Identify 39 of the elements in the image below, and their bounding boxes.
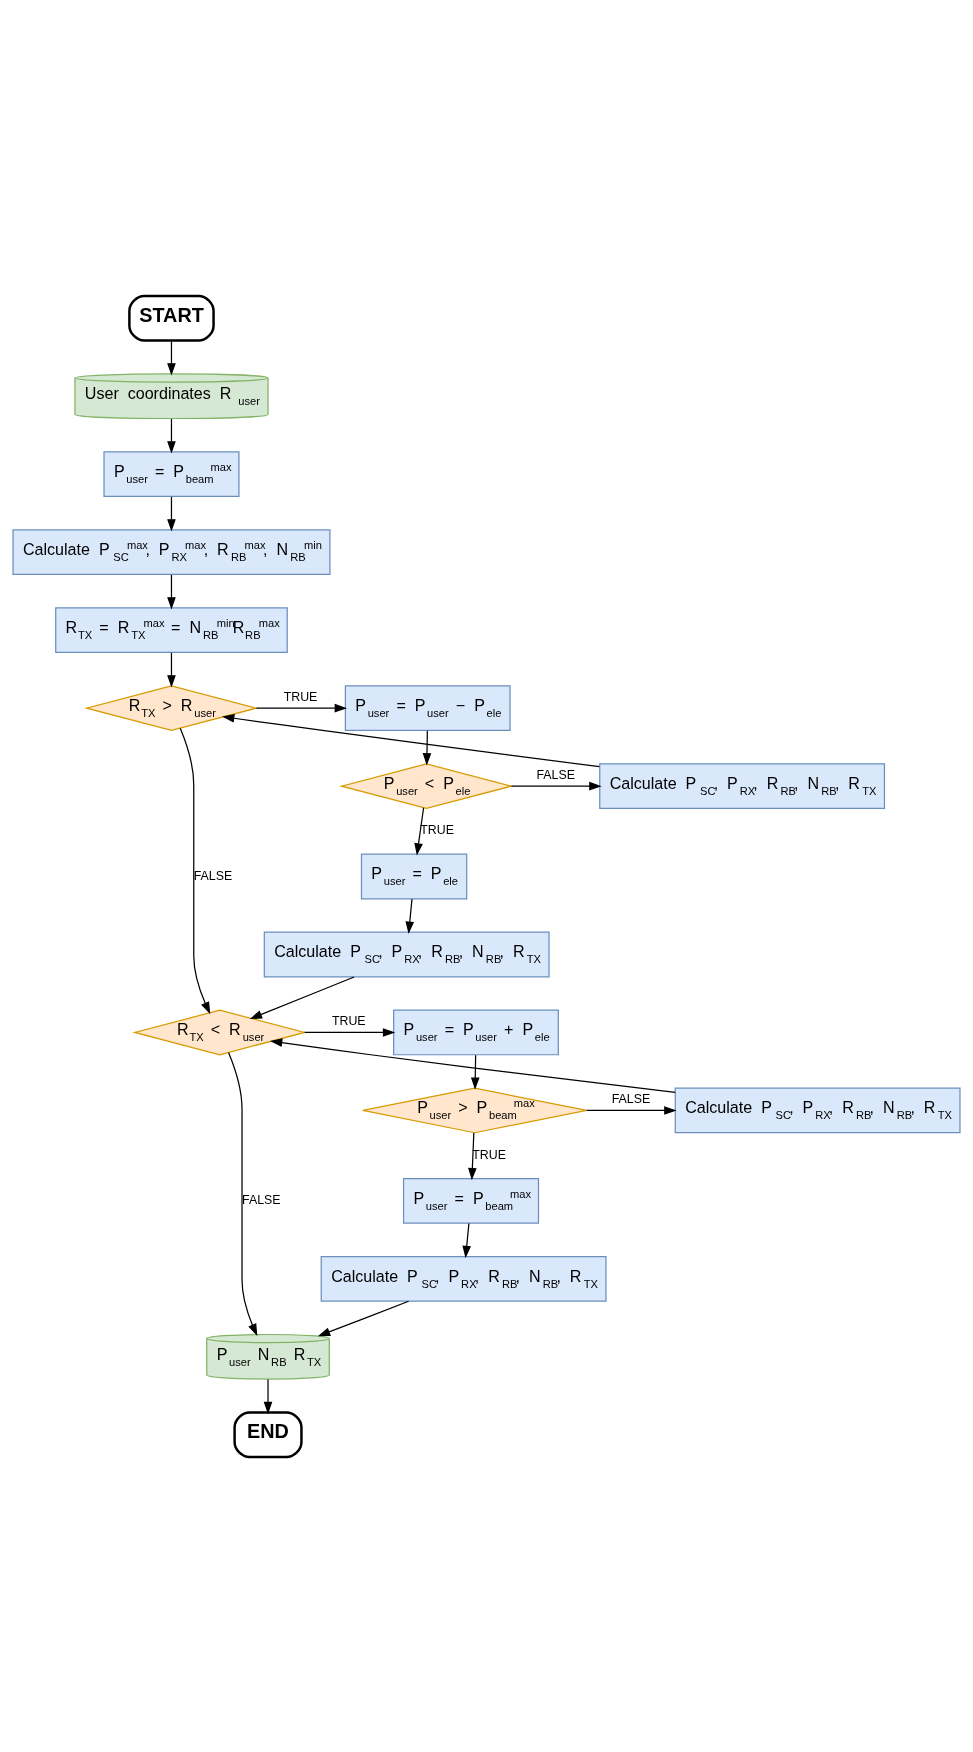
- arrow: [227, 1051, 258, 1336]
- arrow: [167, 417, 176, 454]
- arrow: [470, 1054, 480, 1090]
- edge-label: TRUE: [283, 689, 318, 704]
- node-diamond: P$_{user}$ < P$_{ele}$: [339, 762, 514, 809]
- node-box: P$_{user}$ = P$_{ele}$: [360, 853, 468, 899]
- node-box: Calculate P$_{SC}$, P$_{RX}$, R$_{RB}$, N$_{RB}$, R$_{TX}$: [674, 1087, 961, 1133]
- edge-label: FALSE: [193, 868, 233, 883]
- node-box: END: [233, 1410, 303, 1458]
- arrow: [222, 713, 600, 767]
- arrow: [269, 1037, 676, 1093]
- arrow: [585, 1105, 677, 1115]
- arrow: [304, 1027, 396, 1037]
- arrow: [167, 573, 176, 610]
- arrow: [167, 339, 176, 376]
- arrow: [468, 1131, 477, 1180]
- edge-label: FALSE: [536, 767, 575, 782]
- arrow: [255, 703, 347, 712]
- node-box: Calculate P$_{SC}$, P$_{RX}$, R$_{RB}$, N$_{RB}$, R$_{TX}$: [599, 762, 886, 809]
- node-diamond: R$_{TX}$ > R$_{user}$: [84, 684, 259, 731]
- node-box: Calculate P$_{SC}$, P$_{RX}$, R$_{RB}$, N$_{RB}$, R$_{TX}$: [320, 1255, 607, 1302]
- arrow: [462, 1222, 472, 1258]
- arrow: [317, 1300, 410, 1336]
- arrow: [167, 495, 176, 532]
- node-box: START: [128, 294, 215, 342]
- node-box: P$_{user}$ = P$_{user}$ − P$_{ele}$: [344, 684, 511, 731]
- arrow: [405, 898, 415, 934]
- node-box: P$_{user}$ = P$_{user}$ + P$_{ele}$: [393, 1009, 559, 1055]
- arrow: [510, 781, 602, 790]
- node-box: Calculate P$_{SC}$, P$_{RX}$, R$_{RB}$, N$_{RB}$, R$_{TX}$: [263, 931, 550, 977]
- arrow: [249, 975, 355, 1019]
- arrow: [422, 729, 432, 766]
- arrow: [414, 806, 425, 856]
- edge-label: TRUE: [331, 1013, 366, 1028]
- arrow: [263, 1378, 273, 1414]
- edge-label: FALSE: [611, 1091, 651, 1106]
- arrow: [167, 651, 176, 688]
- arrow: [179, 727, 211, 1014]
- edge-label: FALSE: [242, 1192, 281, 1207]
